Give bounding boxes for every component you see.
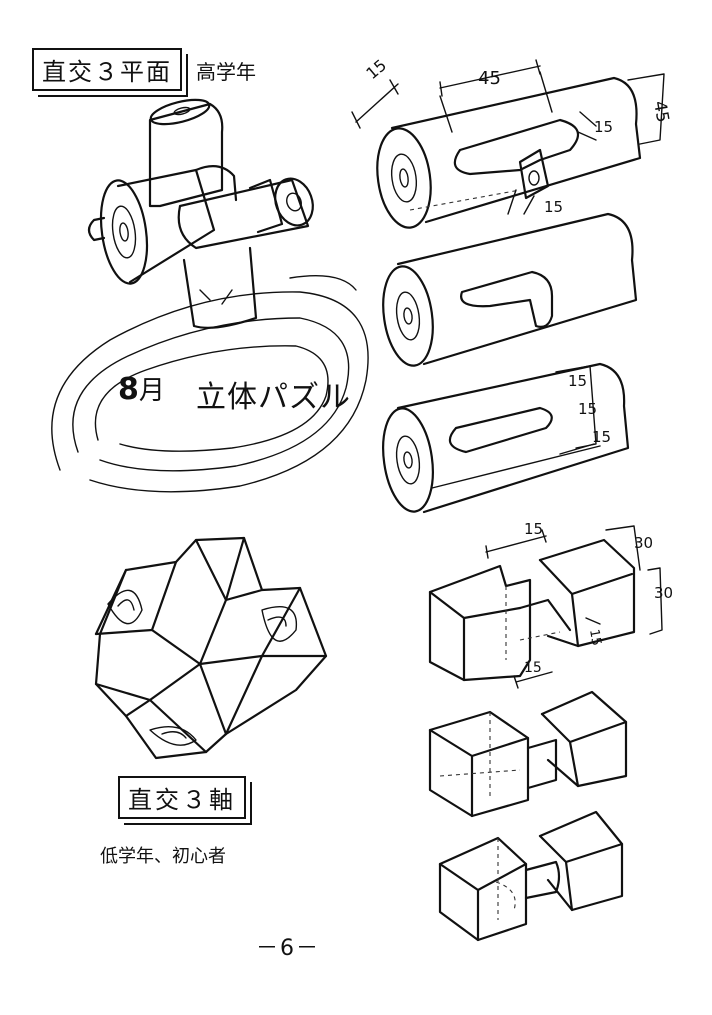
dim-planes-stack-1: 15 <box>568 372 587 390</box>
dim-planes-stack-2: 15 <box>578 400 597 418</box>
assembled-axes-puzzle <box>94 536 328 760</box>
dim-axes-15-bottom: 15 <box>524 660 542 676</box>
title-box-planes: 直交３平面 <box>32 48 182 91</box>
dim-planes-45-top: 45 <box>478 68 501 89</box>
swirl-decoration <box>51 275 369 493</box>
dim-planes-45-side: 45 <box>649 99 672 124</box>
axis-piece-3 <box>438 810 624 942</box>
dim-axes-30-side: 30 <box>654 584 673 602</box>
plane-piece-2 <box>382 212 638 367</box>
axis-piece-1 <box>428 538 636 682</box>
dims-planes-lines <box>351 59 665 449</box>
assembled-planes-puzzle <box>87 98 314 329</box>
dim-axes-15-top: 15 <box>524 520 543 538</box>
title-box-axes: 直交３軸 <box>118 776 246 819</box>
title-axes: 直交３軸 <box>128 786 236 814</box>
level-axes: 低学年、初心者 <box>100 846 226 867</box>
plane-piece-1 <box>376 76 642 229</box>
dim-planes-stack-3: 15 <box>592 428 611 446</box>
axis-piece-2 <box>428 690 628 818</box>
caption-month-suffix: 月 <box>138 376 165 406</box>
plane-piece-3 <box>382 362 630 514</box>
dim-planes-15-right: 15 <box>594 118 613 136</box>
dim-planes-15-bottom: 15 <box>544 198 563 216</box>
dim-axes-30-top: 30 <box>634 534 653 552</box>
dims-axes-lines <box>485 525 663 689</box>
dim-axes-15-notch: 15 <box>586 628 604 647</box>
level-planes: 高学年 <box>196 60 256 84</box>
page-number: －6－ <box>256 936 320 961</box>
title-planes: 直交３平面 <box>42 58 172 86</box>
dim-planes-15-top: 15 <box>362 55 390 83</box>
caption-puzzle: 立体パズル <box>196 380 351 415</box>
